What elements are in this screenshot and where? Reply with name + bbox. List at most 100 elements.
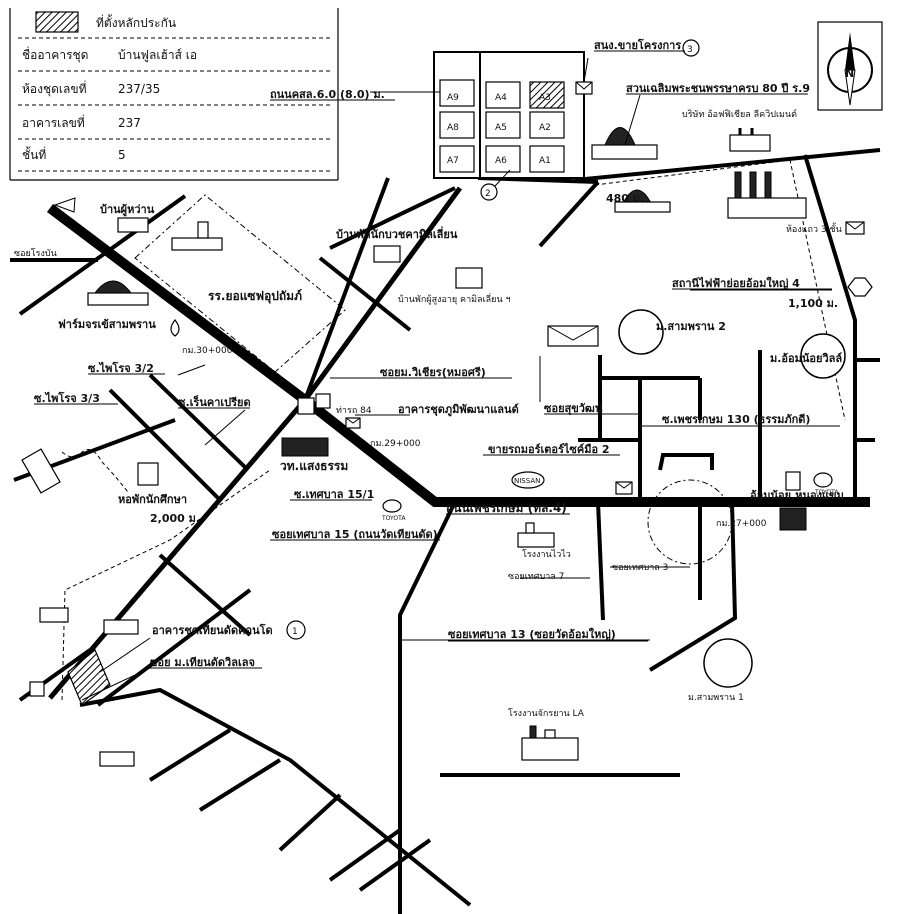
block-a9 [439,79,475,107]
motorcycle-mail-icon [615,481,633,495]
svg-text:1: 1 [292,627,298,637]
block-label-a3: A3 [539,93,551,103]
legend-hatch-swatch [35,11,79,33]
info-label-building: ชื่ออาคารชุด [22,46,88,63]
label-soi-tb151: ซ.เทศบาล 15/1 [294,488,374,501]
svg-text:2: 2 [485,189,491,199]
seven-eleven-icon [315,393,331,409]
info-label-floor: ชั้นที่ [22,146,46,162]
farm-drop-icon [170,319,180,337]
marker-2: 2 [480,169,511,201]
label-condo-tiandat: อาคารชุดเทียนดัดคอนโด [152,623,273,638]
label-km27: กม.27+000 [716,519,767,529]
village-sp1-circle [703,638,753,688]
block-a1 [529,145,565,173]
label-phetkasem-road: ถนนเพชรเกษม (ทล.4) [446,501,567,515]
block-label-a5: A5 [495,123,507,133]
label-soi-tb15: ซอยเทศบาล 15 (ถนนวัดเทียนดัด) [272,528,438,541]
dark-building-east [779,507,807,531]
block-label-a4: A4 [495,93,507,103]
info-label-unit: ห้องชุดเลขที่ [22,80,87,97]
marker-1: 1 [286,620,306,640]
block-label-a2: A2 [539,123,551,133]
label-nissan: NISSAN [514,477,540,485]
label-farm: ฟาร์มจรเข้สามพราน [58,318,156,331]
info-value-building-no: 237 [118,116,141,130]
block-a6 [485,145,521,173]
block-label-a9: A9 [447,93,459,103]
label-college: วท.แสงธรรม [280,459,348,473]
block-a3-collateral [529,81,565,109]
project-site: A9 A4 A3 A8 A5 A2 A7 A6 A1 [433,51,585,179]
park-icon [591,94,671,213]
nissan-badge [511,471,545,489]
label-elderly: บ้านพักผู้สูงอายุ คามิลเลี่ยน ฯ [398,292,511,305]
substation-factory-icon [727,171,807,219]
village-sp2-circle [618,309,664,355]
marker-3: 3 [682,39,700,57]
svg-text:3: 3 [687,45,693,55]
block-a4 [485,81,521,109]
label-dorm: หอพักนักศึกษา [118,493,187,506]
block-a5 [485,111,521,139]
label-soi-sukha: ซอยสุขวัฒน์ [544,402,603,416]
label-phuwan: บ้านผู้หว่าน [100,203,155,217]
label-soi-pairot33: ซ.ไพโรจ 3/3 [34,391,100,405]
label-monastery: บ้านพักนักบวชคามิลเลี่ยน [336,226,458,241]
pier-mail-icon [345,417,361,429]
label-factory-waiwai: โรงงานไวไว [522,549,571,560]
label-soi-pairot32: ซ.ไพโรจ 3/2 [88,361,154,375]
legend-label: ที่ตั้งหลักประกัน [96,14,176,30]
label-village-sp1: ม.สามพราน 1 [688,693,744,703]
label-village-om-noi: ม.อ้อมน้อยวิลล์ [770,352,842,365]
label-pier: ท่ารถ 84 [336,406,372,416]
block-label-a6: A6 [495,156,507,166]
map-labels: สนง.ขายโครงการ สวนเฉลิมพระชนพรรษาครบ 80 … [14,38,844,719]
info-value-unit: 237/35 [118,82,160,96]
compass-rose: N [817,21,883,111]
label-park: สวนเฉลิมพระชนพรรษาครบ 80 ปี ร.9 [626,82,810,95]
dorm-building-icon [137,462,159,486]
label-soi-tb7: ซอยเทศบาล 7 [508,572,564,582]
phuwan-building-icon [117,217,149,233]
hexagon-icon [847,277,873,297]
block-label-a8: A8 [447,123,459,133]
label-factory-la: โรงงานจักรยาน LA [508,708,585,719]
label-soi-wichian: ซอยม.วิเชียร(หมอศรี) [380,366,486,379]
label-km29: กม.29+000 [370,439,421,449]
elderly-home-icon [455,267,483,289]
phumiphat-building-icon [547,325,599,347]
label-toyota-west: TOYOTA [381,515,406,522]
mail-icon-shophouse [845,221,865,235]
info-label-building-no: อาคารเลขที่ [22,114,85,130]
label-company: บริษัท อ้อฟฟิเชียล ลีควิปเมนต์ [682,108,797,120]
compass-letter: N [845,67,854,80]
north-arrow-icon [845,32,855,70]
label-shophouse: ห้องแถว 3 ชั้น [786,222,842,235]
label-motorcycle: ขายรถมอร์เตอร์ไซค์มือ 2 [488,442,610,456]
label-soi-rencha: ซ.เร็นคาเปรียด [178,395,251,409]
label-village-sp2: ม.สามพราน 2 [656,320,726,333]
route-dashes [61,159,846,701]
info-box: ที่ตั้งหลักประกัน ชื่ออาคารชุด บ้านฟูลเฮ… [9,8,339,181]
label-km30: กม.30+000 [182,346,233,356]
label-soi-tb3: ซอยเทศบาล 3 [612,563,668,573]
toyota-badge-east [785,471,833,491]
label-om-noi: อ้อมน้อย,หนองแขม [750,489,844,502]
school-building-icon [171,221,223,251]
farm-icon [87,280,149,306]
label-toyota-east: TOYOTA [814,489,839,496]
block-a8 [439,111,475,139]
label-substation: สถานีไฟฟ้าย่อยอ้อมใหญ่ 4 [672,276,800,290]
label-road-sl: ถนนคสล.6.0 (8.0) ม. [270,88,385,101]
block-label-a1: A1 [539,156,551,166]
monastery-building-icon [373,245,401,263]
label-school: รร.ยอแซฟอุปถัมภ์ [208,289,302,304]
company-building-icon [729,128,771,152]
road-network [10,148,881,914]
label-dist-2000: 2,000 ม. [150,512,200,525]
label-soi-rongban: ซอยโรงบัน [14,248,57,259]
info-value-floor: 5 [118,148,126,162]
